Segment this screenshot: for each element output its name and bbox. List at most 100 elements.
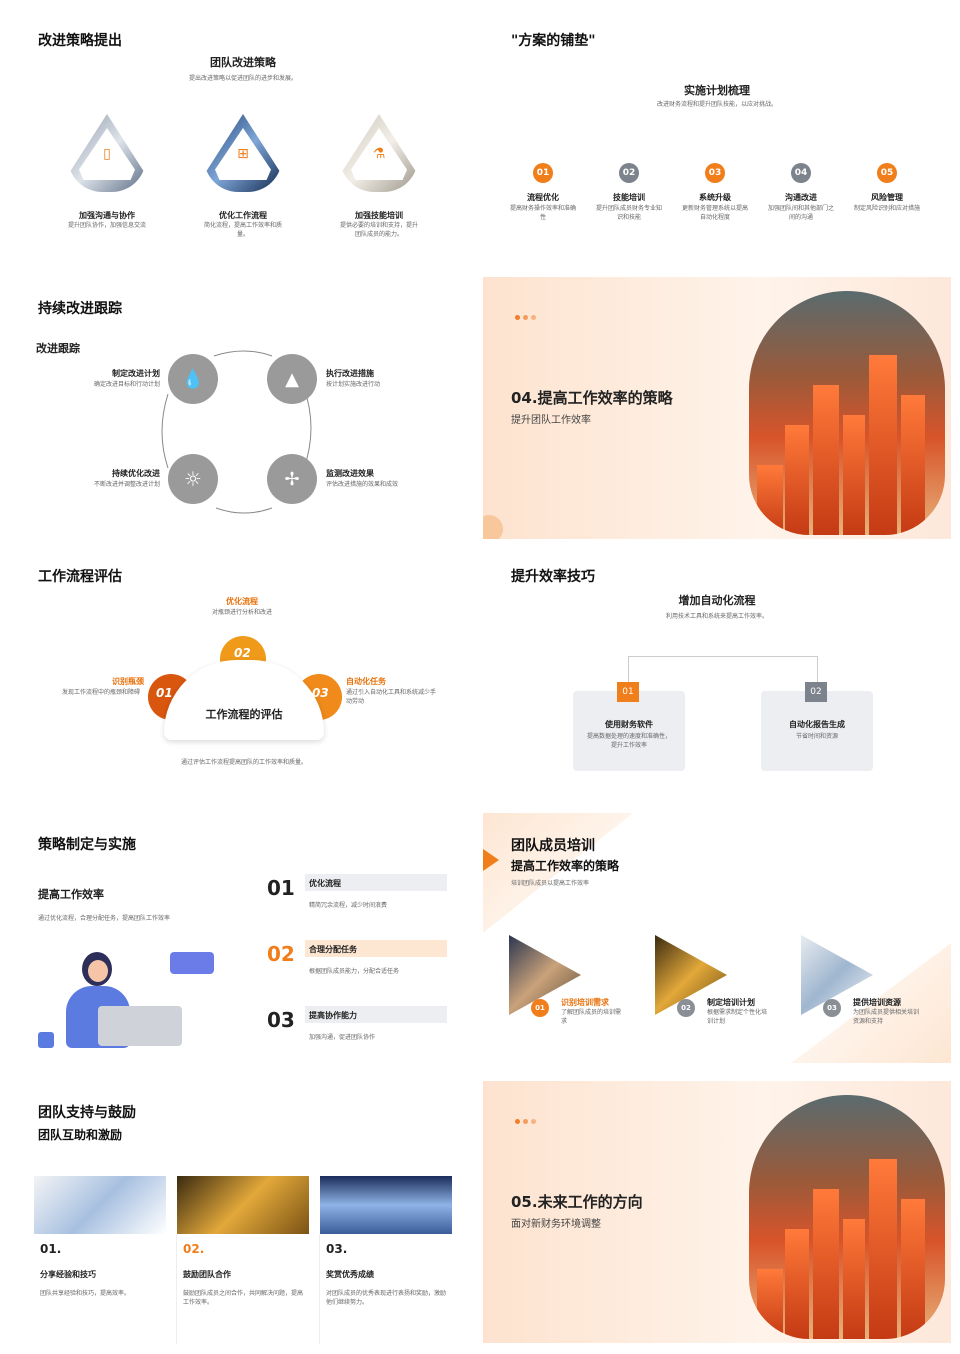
banner-subtitle: 提升团队工作效率 [511, 415, 591, 426]
slide-subtitle: 改进跟踪 [36, 342, 80, 355]
item-title: 自动化任务 [346, 677, 386, 686]
person-laptop-illustration [38, 942, 238, 1052]
slide-footer: 通过评估工作流程提高团队的工作效率和质量。 [180, 759, 307, 766]
item-number: 03 [267, 1008, 295, 1032]
item-title: 持续优化改进 [112, 469, 160, 478]
slide-desc: 改进财务流程和提升团队技能，以应对挑战。 [656, 101, 777, 108]
step-desc: 制定风险识别和应对措施 [853, 205, 920, 212]
item-desc: 根据需求制定个性化培训计划 [707, 1009, 768, 1025]
step-number: 01 [531, 999, 549, 1017]
slide-subtitle: 提高工作效率的策略 [511, 859, 620, 873]
card-title: 自动化报告生成 [789, 720, 845, 729]
item-title-bar [305, 874, 447, 891]
decorative-blob [483, 515, 503, 539]
section-banner: 05.未来工作的方向 面对新财务环境调整 [483, 1081, 951, 1343]
slide-subtitle: 团队改进策略 [210, 56, 276, 69]
item-title: 加强技能培训 [355, 211, 403, 220]
slide-title: 工作流程评估 [38, 569, 122, 585]
slide-title: 团队成员培训 [511, 838, 595, 854]
item-title: 加强沟通与协作 [79, 211, 135, 220]
item-number: 01 [267, 876, 295, 900]
banner-title: 05.未来工作的方向 [511, 1193, 643, 1211]
item-title: 合理分配任务 [309, 945, 357, 954]
slide-title: 团队支持与鼓励 [38, 1105, 136, 1121]
sun-icon: ☼ [184, 467, 202, 491]
center-title: 工作流程的评估 [205, 708, 283, 721]
decorative-dots [515, 305, 539, 324]
flowchart-icon: ⊞ [237, 146, 249, 162]
triangle-image: ⚗ [340, 114, 418, 192]
card-number: 01 [617, 682, 639, 702]
orange-arrow [483, 849, 499, 871]
item-desc: 评估改进措施的效果和成效 [326, 481, 399, 488]
slide-subtitle: 提高工作效率 [38, 888, 104, 901]
decorative-dots [515, 1109, 539, 1128]
item-title: 制定培训计划 [707, 998, 755, 1007]
wind-turbine-icon: ✢ [284, 468, 300, 490]
item-title-bar [305, 940, 447, 957]
step-title: 风险管理 [871, 193, 903, 202]
slide-title: 改进策略提出 [38, 33, 122, 49]
triangle-image: ▯ [68, 114, 146, 192]
step-number: 02 [619, 163, 639, 183]
card-desc: 鼓励团队成员之间合作，共同解决问题，提高工作效率。 [183, 1290, 304, 1306]
slide-title: 提升效率技巧 [511, 569, 595, 585]
card-divider [319, 1234, 320, 1344]
slide-member-training: 团队成员培训 提高工作效率的策略 培训团队成员以提高工作效率 01 02 03 … [483, 813, 951, 1063]
card-title: 使用财务软件 [605, 720, 653, 729]
item-desc: 精简冗余流程，减少时间浪费 [309, 902, 388, 909]
item-desc: 提供必要的培训和支持，提升团队成员的能力。 [339, 222, 418, 238]
triangle-image: ⊞ [204, 114, 282, 192]
item-title: 提高协作能力 [309, 1011, 357, 1020]
item-title: 识别瓶颈 [112, 677, 144, 686]
step-number: 02 [234, 646, 251, 660]
slide-team-support: 团队支持与鼓励 团队互助和激励 01. 02. 03. 分享经验和技巧 团队共享… [24, 1092, 492, 1354]
automation-card [573, 691, 685, 771]
water-drop-icon: 💧 [181, 368, 205, 390]
cycle-node: ▲ [267, 354, 317, 404]
card-desc: 团队共享经验和技巧，提高效率。 [40, 1290, 131, 1297]
item-desc: 对瓶颈进行分析和改进 [211, 609, 272, 616]
card-number: 03. [326, 1242, 348, 1256]
step-number: 03 [312, 686, 329, 700]
step-title: 系统升级 [699, 193, 731, 202]
slide-subtitle: 实施计划梳理 [684, 84, 750, 97]
slide-strategy-implementation: 策略制定与实施 提高工作效率 通过优化流程，合理分配任务，提高团队工作效率 01… [24, 824, 492, 1086]
card-image [320, 1176, 452, 1234]
card-desc: 节省时间和资源 [795, 733, 838, 740]
card-desc: 对团队成员的优秀表现进行表扬和奖励，激励他们继续努力。 [326, 1290, 447, 1306]
item-desc: 不断改进并调整改进计划 [93, 481, 160, 488]
slide-workflow-eval: 工作流程评估 优化流程 对瓶颈进行分析和改进 02 01 03 工作流程的评估 … [24, 556, 492, 818]
slide-desc: 通过优化流程，合理分配任务，提高团队工作效率 [38, 915, 171, 922]
slide-title: 持续改进跟踪 [38, 301, 122, 317]
banner-subtitle: 面对新财务环境调整 [511, 1219, 601, 1230]
center-semicircle [164, 660, 324, 740]
step-title: 沟通改进 [785, 193, 817, 202]
card-number: 02. [183, 1242, 205, 1256]
card-image [177, 1176, 309, 1234]
step-number: 01 [533, 163, 553, 183]
slide-plan-groundwork: "方案的铺垫" 实施计划梳理 改进财务流程和提升团队技能，以应对挑战。 01 0… [483, 20, 951, 282]
item-desc: 为团队成员提供相关培训资源和支持 [853, 1009, 920, 1025]
item-title: 监测改进效果 [326, 469, 374, 478]
item-title: 执行改进措施 [326, 369, 374, 378]
section-banner: 04.提高工作效率的策略 提升团队工作效率 [483, 277, 951, 539]
slide-subtitle: 团队互助和激励 [38, 1128, 123, 1142]
item-title: 优化流程 [309, 879, 341, 888]
step-number: 04 [791, 163, 811, 183]
slide-desc: 利用技术工具和系统来提高工作效率。 [665, 613, 768, 620]
document-icon: ▯ [103, 146, 111, 162]
step-number: 02 [677, 999, 695, 1017]
card-title: 奖赏优秀成绩 [326, 1270, 374, 1279]
cycle-node: ☼ [168, 454, 218, 504]
step-desc: 提高财务操作效率和准确性 [509, 205, 576, 221]
item-title: 优化流程 [226, 597, 258, 606]
slide-desc: 培训团队成员以提高工作效率 [511, 880, 590, 887]
card-title: 鼓励团队合作 [183, 1270, 231, 1279]
card-number: 01. [40, 1242, 62, 1256]
flask-icon: ⚗ [372, 146, 386, 162]
slide-strategy-proposal: 改进策略提出 团队改进策略 提出改进策略以促进团队的进步和发展。 ▯ ⊞ ⚗ 加… [24, 20, 492, 282]
card-divider [176, 1234, 177, 1344]
bar-chart-image [749, 291, 945, 535]
step-number: 03 [705, 163, 725, 183]
